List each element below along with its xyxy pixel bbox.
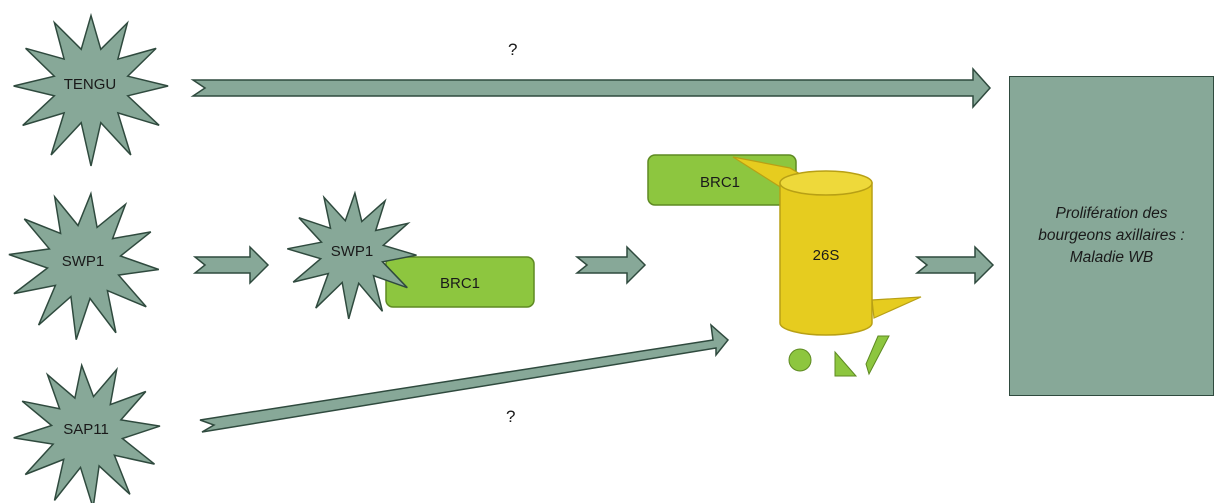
- outcome-line-3: Maladie WB: [1069, 249, 1154, 266]
- svg-text:BRC1: BRC1: [700, 174, 740, 191]
- fragment-circle: [788, 348, 812, 372]
- question-mark-top: ?: [508, 40, 517, 59]
- svg-text:BRC1: BRC1: [440, 275, 480, 292]
- arrow-tengu-to-outcome: [190, 67, 992, 109]
- star-swp1-mid: SWP1: [287, 190, 417, 320]
- outcome-line-1: Prolifération des: [1055, 205, 1168, 222]
- svg-text:TENGU: TENGU: [64, 76, 117, 93]
- outcome-box: Prolifération des bourgeons axillaires :…: [1009, 76, 1214, 396]
- degradation-fragments: [788, 335, 890, 377]
- arrow-proteasome-to-outcome: [914, 245, 995, 285]
- outcome-line-2: bourgeons axillaires :: [1038, 227, 1185, 244]
- arrow-swp1-to-complex: [192, 245, 270, 285]
- arrow-sap11-to-proteasome: [199, 323, 730, 433]
- question-mark-bottom: ?: [506, 407, 515, 426]
- svg-text:SAP11: SAP11: [63, 421, 109, 438]
- svg-text:SWP1: SWP1: [331, 243, 374, 260]
- fragment-sliver: [865, 335, 890, 376]
- brc1-box-mid: BRC1: [385, 256, 535, 308]
- star-swp1-left: SWP1: [8, 191, 160, 340]
- svg-text:26S: 26S: [813, 247, 840, 264]
- arrow-complex-to-proteasome: [574, 245, 647, 285]
- proteasome-26s: 26S: [732, 156, 922, 336]
- star-sap11: SAP11: [13, 362, 161, 503]
- outcome-label: Prolifération des bourgeons axillaires :…: [1034, 203, 1188, 269]
- fragment-triangle: [834, 350, 858, 377]
- star-tengu: TENGU: [13, 12, 169, 167]
- svg-text:SWP1: SWP1: [62, 253, 105, 270]
